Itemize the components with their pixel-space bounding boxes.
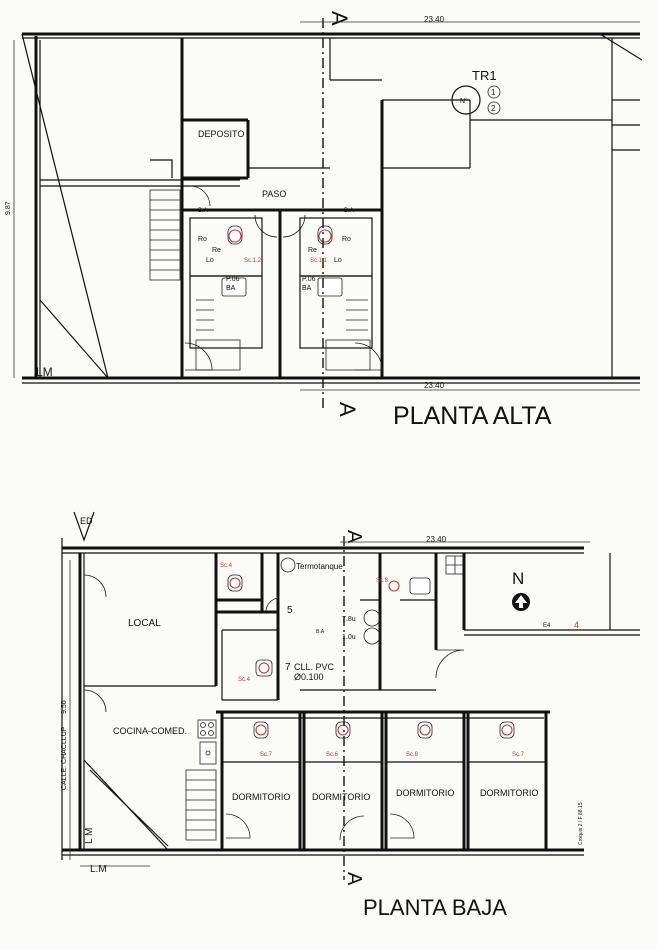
room-label-cocina: COCINA-COMED. (113, 726, 187, 736)
tr-one: 1 (491, 88, 496, 97)
dimension-top: 23.40 (424, 15, 445, 24)
tag-sc7b: Sc.7 (512, 752, 525, 758)
plan-title-upper: PLANTA ALTA (393, 402, 552, 430)
bath-right-ba-mark: B.A (344, 208, 354, 214)
room-label-dormitorio-4: DORMITORIO (480, 788, 538, 798)
tag-sc4b: Sc.4 (238, 677, 251, 683)
bath-left-re: Re (212, 247, 221, 254)
water-heater-icon (280, 557, 296, 573)
number-7: 7 (285, 662, 291, 673)
room-label-paso: PASO (262, 189, 286, 199)
ed-label: ED (80, 516, 93, 526)
bath-right-po: P.06 (302, 276, 316, 283)
tag-sc8b: Sc.8 (406, 752, 419, 758)
lm-label: L.M (90, 864, 107, 875)
section-mark-bottom: A (343, 872, 365, 886)
lm-side-label: L M (84, 828, 95, 844)
lm-label: LM (36, 365, 53, 379)
bath-left (189, 217, 263, 371)
plan-title-lower: PLANTA BAJA (363, 895, 507, 920)
bath-left-ba: BA (226, 285, 236, 292)
bath-right-lo: Lo (334, 257, 342, 264)
ed-mark-icon (73, 511, 95, 542)
termotanque-label: Termotanque (296, 562, 343, 571)
tag-sc4: Sc.4 (220, 563, 233, 569)
lower-plan: A A 23.40 ED N LOCAL COCINA-COMED. DORMI… (61, 511, 640, 920)
tag-sc6: Sc.6 (326, 752, 339, 758)
meter-1: 7.8u (342, 616, 356, 623)
section-mark-top: A (327, 11, 352, 26)
street-dimension: 9.50 (61, 700, 68, 714)
door-swing (354, 342, 383, 371)
kitchen-sink-icon (199, 741, 217, 765)
tag-sc7a: Sc.7 (260, 752, 273, 758)
bath-right-ro: Ro (342, 236, 351, 243)
bath-left-sc: Sc.1.2 (244, 258, 262, 264)
bath-left-lo: Lo (206, 257, 214, 264)
room-label-local: LOCAL (128, 618, 161, 629)
bath-right-re: Re (308, 247, 317, 254)
room-label-deposito: DEPOSITO (198, 129, 244, 139)
stove-icon (197, 719, 217, 739)
bath-left-ro: Ro (198, 236, 207, 243)
room-label-dormitorio-3: DORMITORIO (396, 788, 454, 798)
section-mark-bottom: A (335, 402, 360, 417)
north-label: N (512, 569, 524, 588)
vertical-note: Croquis 2 / F 88.15 (578, 802, 584, 845)
tag-e4: E4 (543, 623, 551, 629)
stair-lower (185, 769, 217, 841)
dimension-side: 9.87 (5, 201, 12, 215)
bath-right-ba: BA (302, 285, 312, 292)
tr-label: TR1 (472, 68, 497, 83)
number-4: 4 (574, 620, 579, 630)
street-label: CALLE: CHACLLUP (61, 726, 68, 790)
bath-left-ba-mark: B.A (198, 208, 208, 214)
upper-plan: A A DEPOSITO PASO 23.40 23.40 9.87 LM TR… (5, 11, 643, 430)
pipe-label-line2: Ø0.100 (294, 672, 324, 682)
door-swing (189, 185, 211, 207)
bath-left-po: P.06 (226, 276, 240, 283)
dimension-bottom: 23.40 (424, 381, 445, 390)
stair-upper (149, 159, 181, 281)
bath-right (299, 217, 373, 371)
tr-symbol (451, 85, 481, 115)
pipe-label-line1: CLL. PVC (294, 662, 335, 672)
door-swing (184, 342, 213, 371)
ba-label: B.A (316, 629, 325, 635)
room-label-dormitorio-1: DORMITORIO (232, 792, 290, 802)
room-label-dormitorio-2: DORMITORIO (312, 792, 370, 802)
meter-2: 1.0u (342, 634, 356, 641)
tr-number: N° (460, 97, 468, 105)
section-mark-top: A (343, 530, 365, 544)
number-5: 5 (287, 605, 293, 616)
dimension-top: 23.40 (426, 535, 447, 544)
tag-sc8: Sc.8 (376, 578, 389, 584)
bath-right-sc: Sc.1.1 (310, 258, 328, 264)
tr-two: 2 (491, 104, 496, 113)
